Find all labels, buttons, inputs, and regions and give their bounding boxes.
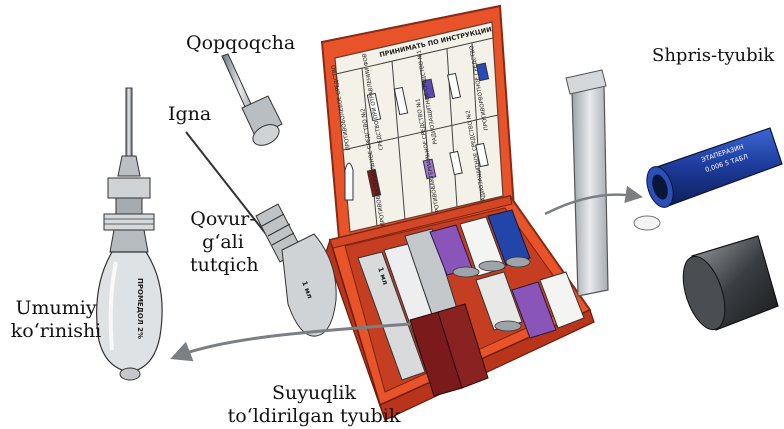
- grey-cap-cylinder: [675, 236, 778, 335]
- ampoule-full-view: ПРОМЕДОЛ 2%: [97, 88, 163, 380]
- label-liquid-tube-line1: Suyuqlik: [204, 382, 424, 405]
- metal-clip: [572, 84, 608, 296]
- label-liquid-tube-line2: to‘ldirilgan tyubik: [204, 405, 424, 428]
- label-liquid-tube: Suyuqlik to‘ldirilgan tyubik: [204, 382, 424, 428]
- label-cap: Qopqoqcha: [186, 32, 295, 55]
- label-needle: Igna: [168, 103, 211, 126]
- label-full-view: Umumiy ko‘rinishi: [6, 297, 106, 343]
- label-threaded-holder-line3: tutqich: [190, 254, 256, 277]
- label-threaded-holder-line1: Qovur-: [190, 208, 256, 231]
- ampoule-label: ПРОМЕДОЛ 2%: [136, 278, 144, 339]
- label-full-view-line1: Umumiy: [6, 297, 106, 320]
- label-syringe-tube: Shpris-tyubik: [652, 44, 774, 67]
- tablet: [634, 216, 660, 230]
- label-full-view-line2: ko‘rinishi: [6, 320, 106, 343]
- label-threaded-holder: Qovur- g‘ali tutqich: [190, 208, 256, 277]
- threaded-holder: 1 мл: [256, 204, 336, 336]
- blue-cylinder: ЭТАПЕРАЗИН 0,006 5 ТАБЛ: [642, 128, 782, 211]
- cap-part: [222, 54, 283, 150]
- label-threaded-holder-line2: g‘ali: [190, 231, 256, 254]
